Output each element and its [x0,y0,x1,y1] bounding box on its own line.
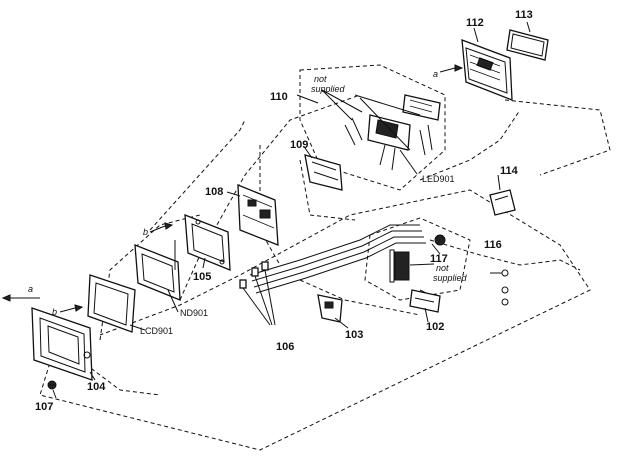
label-106: 106 [276,341,294,353]
arrow-b-lcd [59,304,84,313]
arrow-letter-b-lcd: b [52,307,57,317]
arrow-letter-b-frame: b [143,227,148,237]
label-103: 103 [345,329,363,341]
callout-not-mid: not [436,263,449,273]
callout-not-top: not [314,74,327,84]
ref-nd901: ND901 [180,308,208,318]
sensor-group-116-117 [364,217,471,301]
leader-lines [52,21,531,399]
label-112: 112 [466,17,484,29]
callout-supplied-top: supplied [311,84,346,94]
label-113: 113 [515,9,533,21]
plate-113 [506,29,549,61]
assembly-guide-lines [39,94,611,451]
label-117: 117 [430,253,448,265]
bracket-103 [317,294,343,323]
arrow-b-frame [149,222,174,233]
board-108 [237,184,279,246]
screw-107 [47,380,57,390]
arrow-a-top [439,64,464,73]
bracket-109 [304,154,343,191]
label-108: 108 [205,186,223,198]
callout-supplied-mid: supplied [433,273,468,283]
ref-lcd901: LCD901 [140,326,173,336]
led-assembly-group-110 [299,64,446,191]
label-105: 105 [193,271,211,283]
ref-led901: LED901 [422,174,455,184]
cover-112 [461,39,513,101]
arrow-letter-a-left: a [28,284,33,294]
arrow-letter-a-top: a [433,69,438,79]
bracket-102 [409,289,441,313]
side-screws [490,269,509,306]
label-109: 109 [290,139,308,151]
label-110: 110 [270,91,288,103]
nd-holder [134,240,181,301]
label-107: 107 [35,401,53,413]
arrow-a-left [1,294,40,302]
bracket-114 [489,189,516,216]
label-102: 102 [426,321,444,333]
label-116: 116 [484,239,502,251]
front-cover-104 [31,307,93,381]
lcd-panel [87,274,136,333]
label-104: 104 [87,381,106,393]
frame-105 [184,214,231,271]
harness-106 [239,261,276,326]
label-114: 114 [500,165,519,177]
